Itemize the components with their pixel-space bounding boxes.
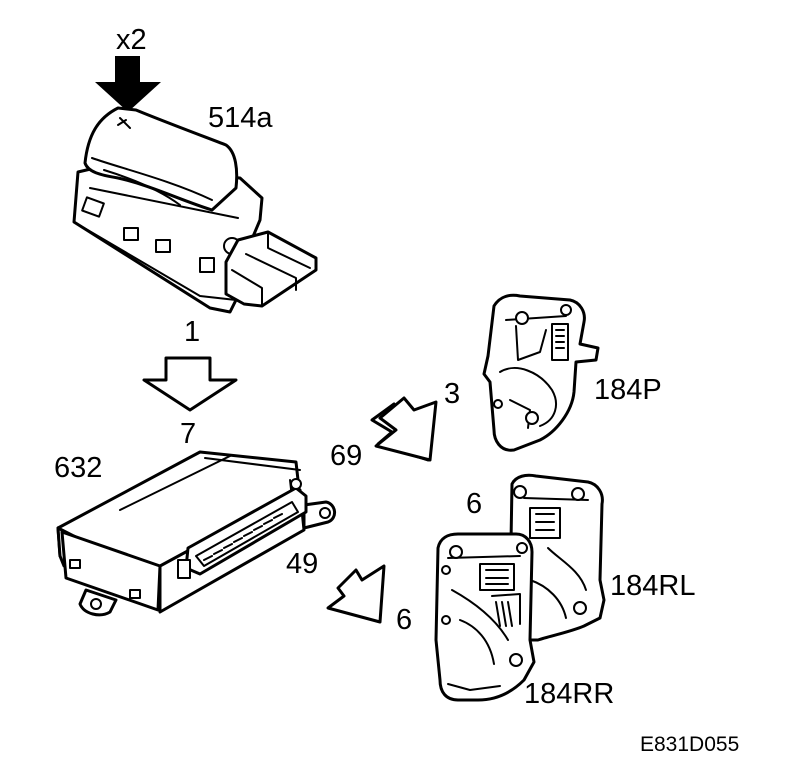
window-motor-184rl: [508, 473, 606, 642]
pin-6-top-label: 6: [466, 488, 483, 520]
window-motor-184p: [482, 293, 600, 452]
pin-6-bottom-label: 6: [396, 604, 413, 636]
motor-184p-label: 184P: [594, 374, 662, 406]
switch-part-label: 514a: [208, 102, 273, 134]
pin-3-label: 3: [444, 378, 461, 410]
control-module-632: [56, 450, 336, 617]
multiplier-label: x2: [116, 24, 147, 56]
pin-69-label: 69: [330, 440, 363, 472]
pin-49-label: 49: [286, 548, 319, 580]
signal-arrow-to-184rr: [326, 564, 386, 624]
press-arrow: [95, 56, 161, 112]
signal-arrow-to-184p: [370, 396, 438, 462]
figure-code-label: E831D055: [640, 733, 740, 756]
signal-arrow-down: [142, 356, 238, 412]
window-motor-184rr: [434, 532, 536, 702]
motor-184rl-label: 184RL: [610, 570, 696, 602]
pin-module-in-label: 7: [180, 418, 197, 450]
pin-switch-label: 1: [184, 316, 201, 348]
window-switch-514a: [72, 106, 318, 314]
module-part-label: 632: [54, 452, 103, 484]
motor-184rr-label: 184RR: [524, 678, 615, 710]
